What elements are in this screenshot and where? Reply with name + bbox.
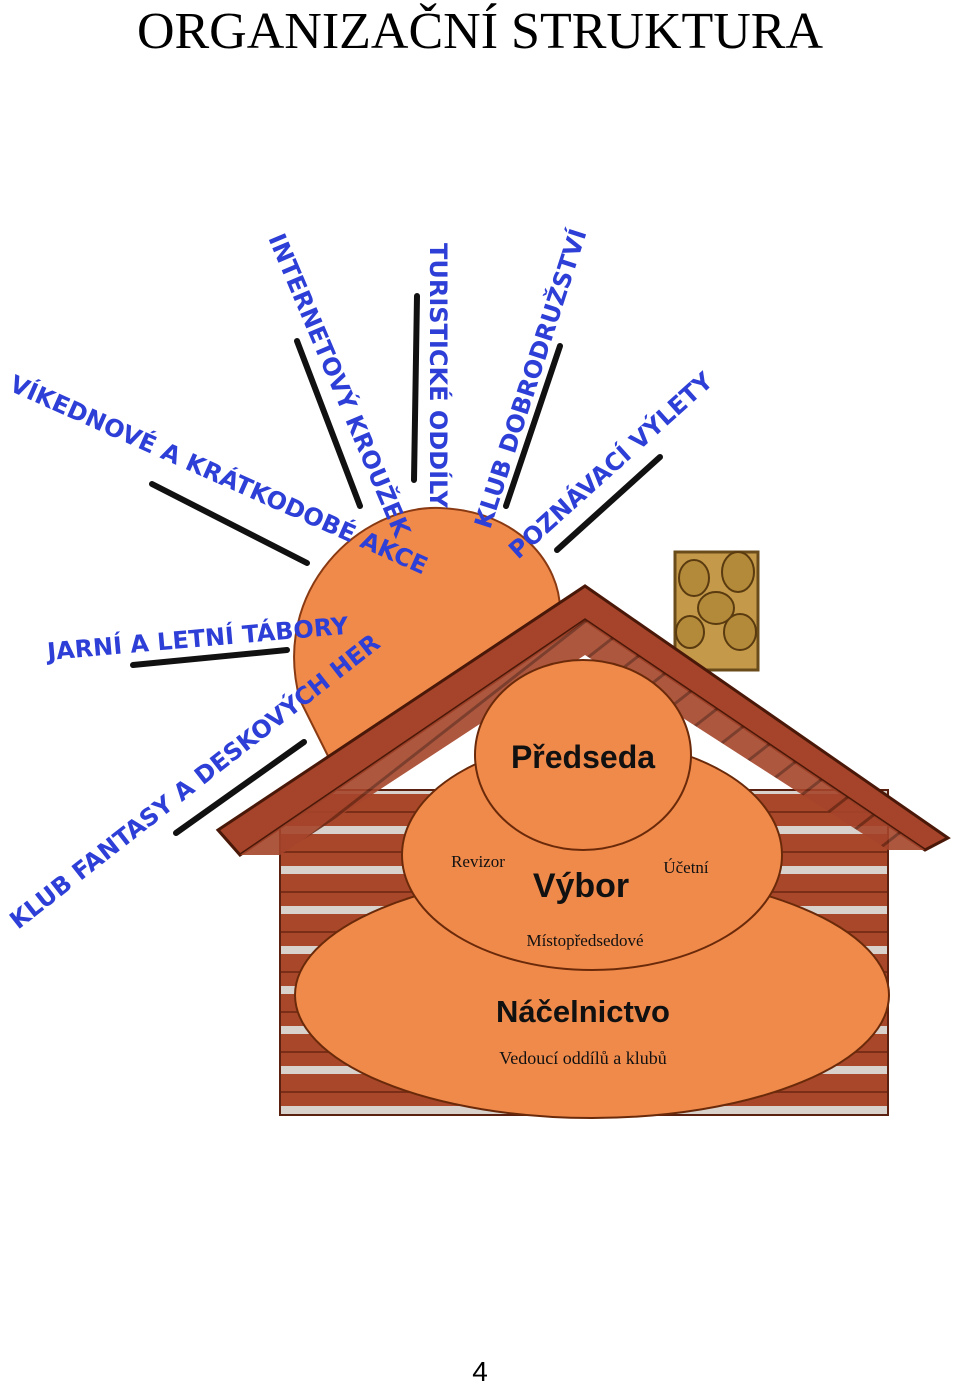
page-title: ORGANIZAČNÍ STRUKTURA xyxy=(136,3,824,60)
ray-line-tourist xyxy=(411,293,420,483)
level-top-ellipse xyxy=(474,659,692,851)
sun-rays xyxy=(130,293,663,836)
level-middle-left-label: Revizor xyxy=(451,852,505,871)
ray-line-weekend xyxy=(149,481,310,566)
ray-line-adventure xyxy=(503,343,563,509)
level-bottom-sub-label: Vedoucí oddílů a klubů xyxy=(499,1048,666,1068)
level-bottom-label: Náčelnictvo xyxy=(496,994,670,1029)
house-roof xyxy=(215,584,951,857)
level-top-label: Předseda xyxy=(511,739,655,775)
level-middle-bottom-label: Místopředsedové xyxy=(526,931,643,950)
ray-line-internet xyxy=(294,338,363,509)
chimney xyxy=(673,550,760,672)
level-middle-right-label: Účetní xyxy=(663,858,709,877)
sun-circle xyxy=(293,506,562,762)
page-number: 4 xyxy=(472,1356,488,1387)
ray-line-fantasy xyxy=(173,739,307,836)
level-middle-label: Výbor xyxy=(533,867,629,905)
ray-label-tourist: TURISTICKÉ ODDÍLY xyxy=(424,243,453,509)
ray-line-camps xyxy=(130,647,290,668)
ray-line-trips xyxy=(554,454,663,553)
